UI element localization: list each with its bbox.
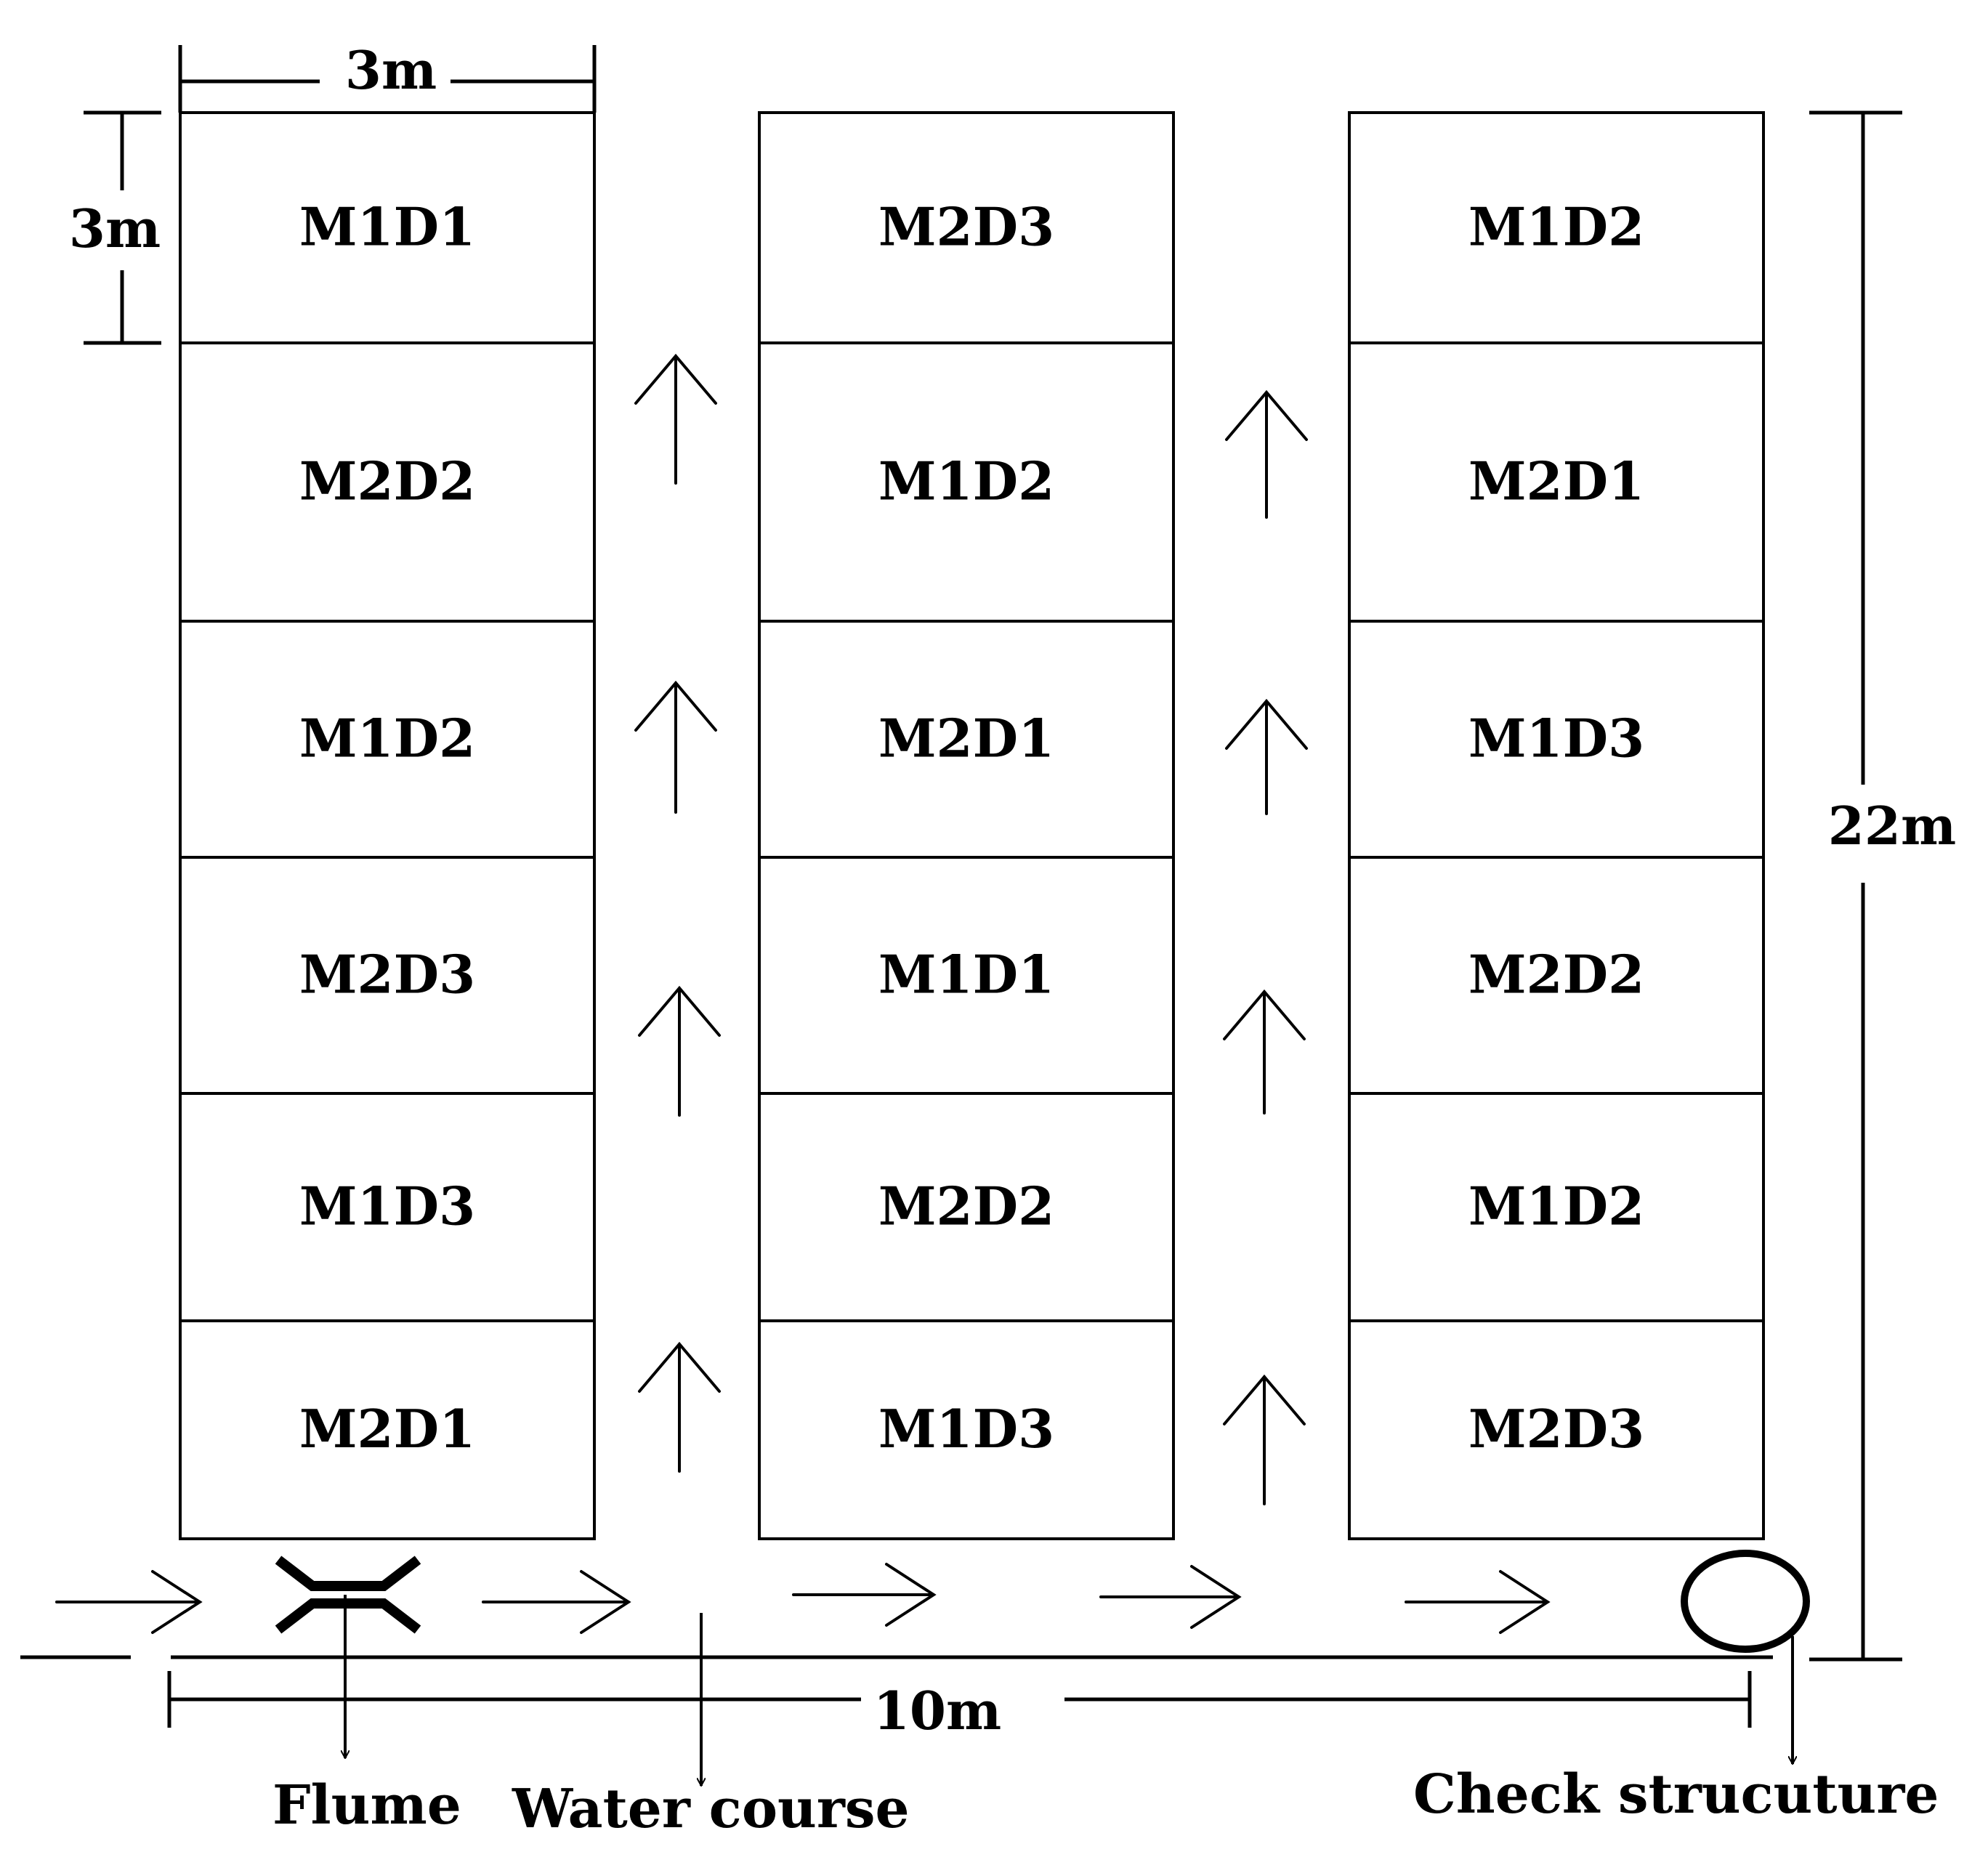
plot-label: M2D1 [878,708,1054,769]
up-arrow-icon [1225,389,1308,519]
plot-grid: M1D1M2D2M1D2M2D3M1D3M2D1M2D3M1D2M2D1M1D1… [179,111,1765,1540]
plot-cell [758,1319,1175,1540]
plot-label: M1D2 [299,708,475,769]
plot-label: M2D3 [299,944,475,1006]
up-arrow-icon [1223,1374,1306,1505]
plot-label: M1D2 [1468,196,1644,258]
up-arrow-icon [638,985,721,1117]
plot-height-label: 3m [69,198,161,259]
check-structure-label: Check strucuture [1413,1763,1939,1826]
up-arrow-icon [634,680,717,814]
plot-label: M2D1 [299,1398,475,1460]
upward-flow-arrows [634,353,1308,1505]
right-arrow-icon [1099,1565,1242,1629]
right-arrow-icon [792,1563,937,1627]
plot-label: M1D1 [878,944,1054,1006]
plot-label: M1D2 [1468,1176,1644,1237]
total-width-dimension [167,1671,1752,1728]
up-arrow-icon [634,353,717,485]
plot-width-label: 3m [345,39,437,101]
up-arrow-icon [638,1341,721,1473]
plot-label: M1D3 [1468,708,1644,769]
plot-cell [179,1319,596,1540]
plot-width-dimension [178,45,597,113]
caption-leaders [345,1595,1793,1786]
right-arrow-icon [1405,1570,1551,1634]
plot-label: M2D3 [878,196,1054,258]
plot-label: M1D1 [299,196,475,258]
total-length-dimension [1809,110,1902,1662]
flume-label: Flume [272,1774,461,1837]
total-length-label: 22m [1828,795,1956,857]
flume-icon [275,1555,421,1634]
plot-label: M2D2 [878,1176,1054,1237]
plot-label: M2D3 [1468,1398,1644,1460]
plot-label: M2D2 [1468,944,1644,1006]
plot-label: M1D2 [878,450,1054,512]
water-flow-arrows [55,1563,1551,1634]
plot-label: M1D3 [299,1176,475,1237]
up-arrow-icon [1225,698,1308,815]
plot-label: M2D1 [1468,450,1644,512]
plot-height-dimension [84,110,161,345]
plot-label: M1D3 [878,1398,1054,1460]
right-arrow-icon [55,1570,203,1634]
right-arrow-icon [482,1570,631,1634]
check-structure-icon [1681,1550,1810,1653]
plot-cell [1348,1319,1765,1540]
plot-label: M2D2 [299,450,475,512]
up-arrow-icon [1223,989,1306,1114]
water-course-label: Water course [512,1778,910,1840]
total-width-label: 10m [873,1680,1001,1741]
